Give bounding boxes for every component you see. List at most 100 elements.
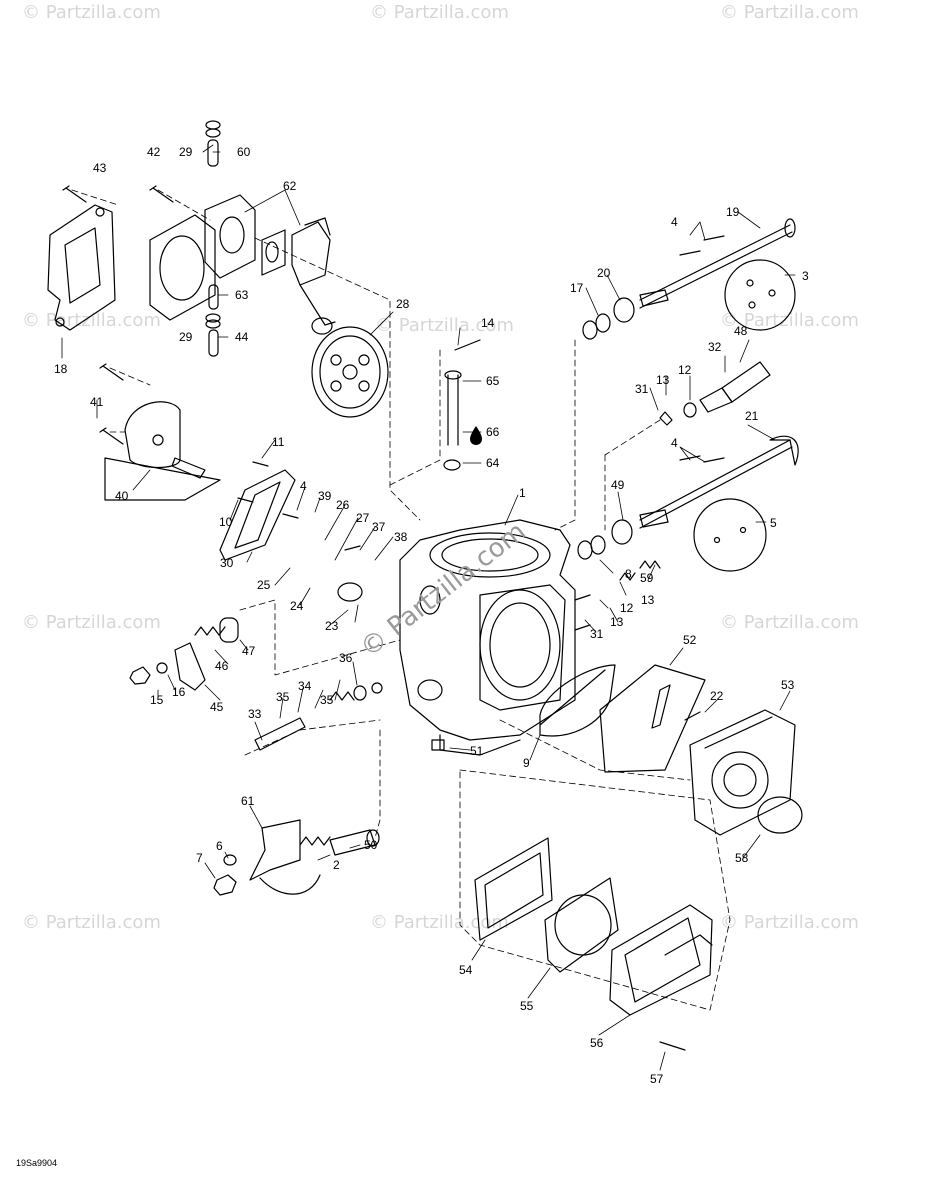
callout: 48 bbox=[734, 324, 748, 338]
callout: 62 bbox=[283, 179, 297, 193]
lever-16 bbox=[129, 642, 206, 691]
clip-51 bbox=[431, 739, 445, 751]
lever-61 bbox=[213, 819, 321, 896]
callout: 64 bbox=[486, 456, 500, 470]
callout: 4 bbox=[300, 479, 307, 493]
callout: 45 bbox=[210, 700, 224, 714]
throttle-shaft-19 bbox=[582, 218, 796, 340]
callout: 63 bbox=[235, 288, 249, 302]
watermark: © Partzilla.com bbox=[370, 2, 509, 23]
callout: 34 bbox=[298, 679, 312, 693]
watermark: © Partzilla.com bbox=[22, 912, 161, 933]
callout: 35 bbox=[276, 690, 290, 704]
leader-lines bbox=[61, 144, 796, 1071]
throttle-shaft-21 bbox=[577, 435, 799, 572]
watermark: © Partzilla.com bbox=[22, 2, 161, 23]
callout: 31 bbox=[635, 382, 649, 396]
callout: 29 bbox=[179, 330, 193, 344]
callout: 50 bbox=[364, 838, 378, 852]
callout: 57 bbox=[650, 1072, 664, 1086]
callout: 3 bbox=[802, 269, 809, 283]
callout: 38 bbox=[394, 530, 408, 544]
callout: 26 bbox=[336, 498, 350, 512]
callout: 9 bbox=[523, 756, 530, 770]
callout: 47 bbox=[242, 644, 256, 658]
rods-top bbox=[205, 120, 221, 357]
callout: 5 bbox=[770, 516, 777, 530]
callout: 1 bbox=[519, 486, 526, 500]
callout: 18 bbox=[54, 362, 68, 376]
callout: 4 bbox=[671, 436, 678, 450]
callout: 13 bbox=[656, 373, 670, 387]
callout: 54 bbox=[459, 963, 473, 977]
springs bbox=[194, 560, 661, 846]
callout: 12 bbox=[620, 601, 634, 615]
callout: 28 bbox=[396, 297, 410, 311]
callout: 7 bbox=[196, 851, 203, 865]
callout: 29 bbox=[179, 145, 193, 159]
callout: 32 bbox=[708, 340, 722, 354]
callout: 56 bbox=[590, 1036, 604, 1050]
callout: 37 bbox=[372, 520, 386, 534]
callout: 46 bbox=[215, 659, 229, 673]
callout: 27 bbox=[356, 511, 370, 525]
callout: 19 bbox=[726, 205, 740, 219]
callout: 55 bbox=[520, 999, 534, 1013]
callout: 14 bbox=[481, 316, 495, 330]
callout: 51 bbox=[470, 744, 484, 758]
bracket-plate bbox=[47, 204, 116, 331]
gasket-54 bbox=[474, 837, 553, 941]
callout: 49 bbox=[611, 478, 625, 492]
callout: 44 bbox=[235, 330, 249, 344]
callout: 11 bbox=[272, 435, 285, 449]
cover-40 bbox=[104, 401, 221, 501]
callout: 4 bbox=[671, 215, 678, 229]
adjust-screw-32 bbox=[659, 361, 771, 426]
callout: 8 bbox=[625, 567, 632, 581]
callout: 65 bbox=[486, 374, 500, 388]
callout: 15 bbox=[150, 693, 164, 707]
screws bbox=[62, 185, 725, 1051]
carburetor-body bbox=[399, 519, 591, 756]
callout: 40 bbox=[115, 489, 129, 503]
callout: 10 bbox=[219, 515, 233, 529]
callout: 59 bbox=[640, 571, 654, 585]
cover-56 bbox=[609, 904, 713, 1016]
watermark: © Partzilla.com bbox=[720, 912, 859, 933]
callout: 42 bbox=[147, 145, 161, 159]
reference-lines bbox=[71, 189, 731, 1011]
callout: 41 bbox=[90, 395, 104, 409]
watermark: © Partzilla.com bbox=[720, 310, 859, 331]
watermark: © Partzilla.com bbox=[22, 612, 161, 633]
callout: 21 bbox=[745, 409, 759, 423]
callout: 22 bbox=[710, 689, 724, 703]
watermark: © Partzilla.com bbox=[720, 612, 859, 633]
callout: 2 bbox=[333, 858, 340, 872]
callout: 20 bbox=[597, 266, 611, 280]
watermark: © Partzilla.com bbox=[375, 315, 514, 336]
diaphragm-9 bbox=[539, 664, 616, 737]
callout: 6 bbox=[216, 839, 223, 853]
callout: 31 bbox=[590, 627, 604, 641]
callout: 36 bbox=[339, 651, 353, 665]
gasket-30 bbox=[219, 469, 296, 561]
callout: 23 bbox=[325, 619, 339, 633]
callout: 53 bbox=[781, 678, 795, 692]
callout: 12 bbox=[678, 363, 692, 377]
callout: 52 bbox=[683, 633, 697, 647]
callout: 61 bbox=[241, 794, 255, 808]
callout: 35 bbox=[320, 693, 334, 707]
gasket-55 bbox=[544, 877, 619, 973]
watermark: © Partzilla.com bbox=[370, 912, 509, 933]
callout: 39 bbox=[318, 489, 332, 503]
callout: 16 bbox=[172, 685, 186, 699]
callout: 24 bbox=[290, 599, 304, 613]
callout: 60 bbox=[237, 145, 251, 159]
callout-labels: 1 2 3 4 5 6 7 8 9 10 11 12 13 14 15 16 1… bbox=[54, 145, 809, 1086]
pump-cover-53 bbox=[689, 709, 803, 836]
callout: 33 bbox=[248, 707, 262, 721]
callout: 30 bbox=[220, 556, 234, 570]
callout: 66 bbox=[486, 425, 500, 439]
callout: 17 bbox=[570, 281, 584, 295]
